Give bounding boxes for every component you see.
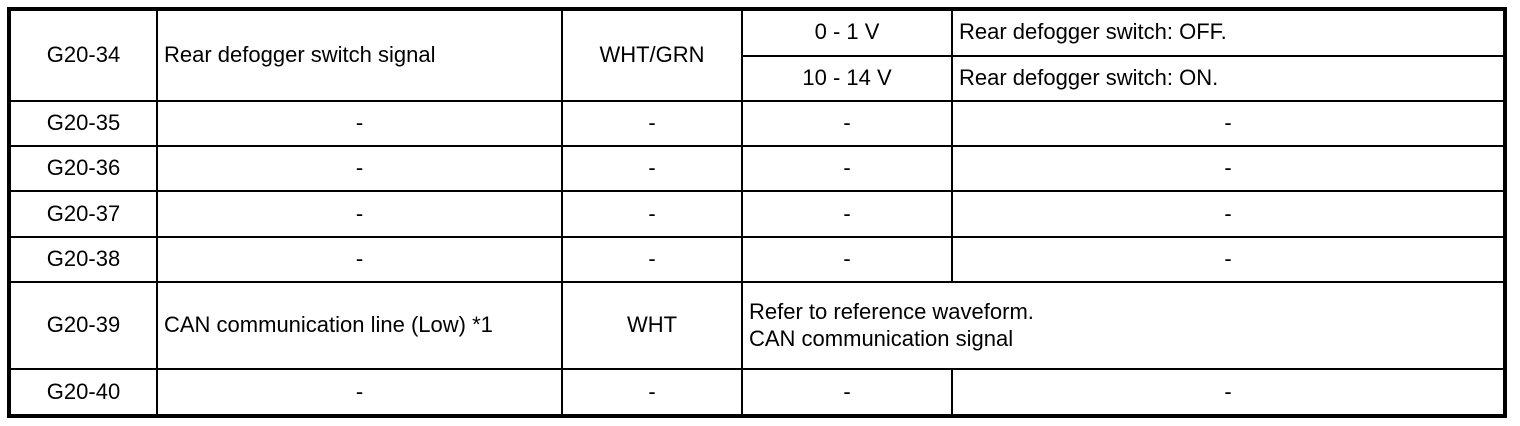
table-row: G20-38 - - - - bbox=[8, 235, 1506, 283]
table-row: G20-36 - - - - bbox=[8, 145, 1506, 193]
cell-description: - bbox=[156, 235, 563, 283]
cell-pin: G20-37 bbox=[8, 190, 158, 238]
pin-table-container: G20-34 Rear defogger switch signal WHT/G… bbox=[7, 7, 1507, 418]
table-row: G20-40 - - - - bbox=[8, 368, 1506, 417]
cell-wire-color: - bbox=[561, 368, 743, 417]
reference-note-line-1: Refer to reference waveform. bbox=[749, 298, 1034, 324]
cell-wire-color: WHT/GRN bbox=[561, 8, 743, 102]
cell-description: CAN communication line (Low) *1 bbox=[156, 280, 563, 371]
cell-wire-color: - bbox=[561, 190, 743, 238]
cell-description: - bbox=[156, 145, 563, 193]
table-row: G20-34 Rear defogger switch signal WHT/G… bbox=[8, 8, 1506, 102]
reference-note-line-2: CAN communication signal bbox=[749, 325, 1014, 351]
table-row: 10 - 14 V Rear defogger switch: ON. bbox=[9, 54, 1506, 103]
cell-voltage: 0 - 1 V bbox=[741, 8, 953, 57]
cell-voltage: - bbox=[741, 145, 953, 193]
table-row: G20-37 - - - - bbox=[8, 190, 1506, 238]
cell-condition: - bbox=[951, 145, 1506, 193]
table-row: G20-39 CAN communication line (Low) *1 W… bbox=[8, 280, 1506, 371]
cell-description: - bbox=[156, 190, 563, 238]
cell-description: - bbox=[156, 368, 563, 417]
cell-voltage: - bbox=[741, 235, 953, 283]
cell-condition: Rear defogger switch: OFF. bbox=[951, 8, 1506, 57]
cell-pin: G20-35 bbox=[8, 99, 158, 148]
cell-condition: - bbox=[951, 99, 1506, 148]
cell-condition: Rear defogger switch: ON. bbox=[951, 54, 1506, 103]
cell-description: Rear defogger switch signal bbox=[156, 8, 563, 102]
cell-wire-color: WHT bbox=[561, 280, 743, 371]
cell-reference-note: Refer to reference waveform. CAN communi… bbox=[741, 280, 1506, 371]
cell-voltage: 10 - 14 V bbox=[741, 54, 953, 103]
cell-pin: G20-40 bbox=[8, 368, 158, 417]
cell-voltage: - bbox=[741, 190, 953, 238]
table-row: G20-35 - - - - bbox=[8, 99, 1506, 148]
cell-pin: G20-38 bbox=[8, 235, 158, 283]
cell-pin: G20-36 bbox=[8, 145, 158, 193]
cell-description: - bbox=[156, 99, 563, 148]
cell-condition: - bbox=[951, 190, 1506, 238]
cell-wire-color: - bbox=[561, 235, 743, 283]
cell-condition: - bbox=[951, 368, 1506, 417]
cell-pin: G20-39 bbox=[8, 280, 158, 371]
cell-voltage: - bbox=[741, 368, 953, 417]
cell-pin: G20-34 bbox=[8, 8, 158, 102]
cell-wire-color: - bbox=[561, 145, 743, 193]
pin-assignment-table: G20-34 Rear defogger switch signal WHT/G… bbox=[7, 7, 1507, 418]
cell-wire-color: - bbox=[561, 99, 743, 148]
cell-condition: - bbox=[951, 235, 1506, 283]
cell-voltage: - bbox=[741, 99, 953, 148]
